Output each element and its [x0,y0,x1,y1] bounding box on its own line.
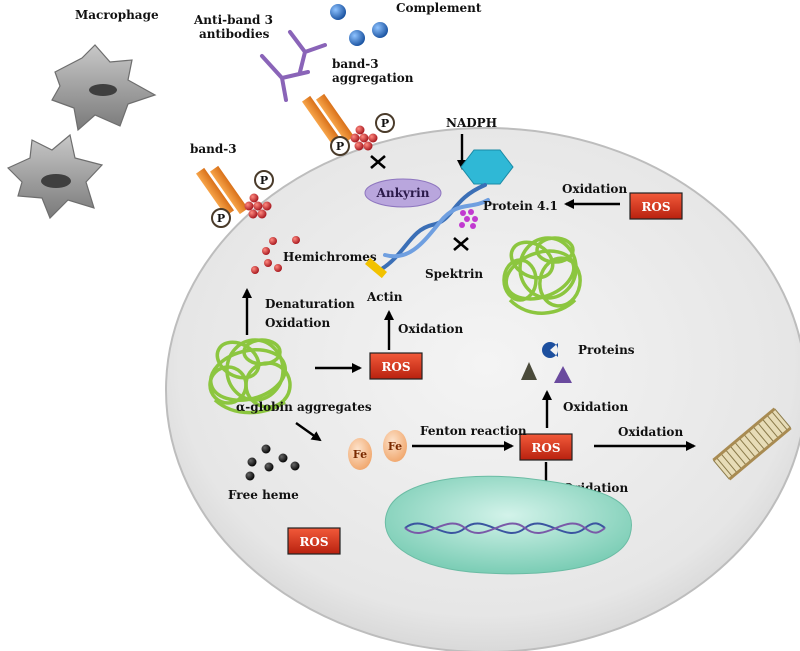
ankyrin-icon [364,178,442,208]
anti-band3-label-line2: antibodies [199,27,270,41]
proteins-label: Proteins [578,343,635,357]
dna-icon [404,522,606,534]
antibody-icon-2 [260,54,310,102]
svg-text:Fe: Fe [353,448,367,461]
svg-text:ROS: ROS [641,200,670,214]
protein41-oxidation-label: Oxidation [562,182,627,196]
spektrin-phosphate-icons [459,209,478,229]
hemichromes-label: Hemichromes [283,250,377,264]
macrophage-label: Macrophage [75,8,159,22]
complement-icon-3 [372,22,388,38]
band3-aggregation-label-line2: aggregation [332,71,414,85]
svg-text:ROS: ROS [299,535,328,549]
arrow-globin-fe [295,422,322,442]
protein41-label: Protein 4.1 [483,199,558,213]
antibody-icon-1 [288,30,327,74]
band3-aggregation-label-line1: band-3 [332,57,379,71]
band3-icon [195,165,272,219]
svg-text:P: P [336,140,344,153]
svg-text:P: P [217,212,225,225]
macrophage-bottom [6,133,104,220]
ros-box-bottom: ROS [287,527,341,555]
fe-icon-1: Fe [348,438,372,470]
free-heme-label: Free heme [228,488,299,502]
fenton-label: Fenton reaction [420,424,527,438]
membrane-oxidation-label: Oxidation [618,425,683,439]
complement-icon-1 [330,4,346,20]
phosphate-icon-4: P [211,208,231,228]
globin-cluster-lower [208,338,292,415]
svg-text:P: P [381,117,389,130]
complement-label: Complement [396,1,482,15]
fe-icon-2: Fe [383,430,407,462]
ros-box-actin: ROS [369,352,423,380]
svg-text:Fe: Fe [388,440,402,453]
red-blood-cell [165,127,800,651]
spektrin-icon [378,183,490,272]
nadph-label: NADPH [446,116,497,130]
protein-triangle-purple [554,366,572,383]
phosphate-icon-2: P [330,136,350,156]
complement-icon-2 [349,30,365,46]
cross-icon-2 [453,237,469,251]
lipid-membrane-icon [712,407,792,481]
phosphate-icon-3: P [254,170,274,190]
ros-box-protein41: ROS [629,192,683,220]
anti-band3-label-line1: Anti-band 3 [193,13,273,27]
free-heme-icons [245,444,300,481]
nadph-icon [460,149,514,185]
band3-aggregation-icon [301,93,378,151]
actin-icon [365,257,387,279]
spektrin-label: Spektrin [425,267,483,281]
ros-box-fenton: ROS [519,433,573,461]
nucleus-icon [384,475,632,575]
protein-triangle-dark [521,362,537,380]
hemichrome-icons [251,236,300,274]
actin-oxidation-label: Oxidation [398,322,463,336]
globin-cluster-upper [502,236,582,315]
denaturation-label: Denaturation [265,297,355,311]
cross-icon-1 [370,155,386,169]
macrophage-top [51,44,157,132]
phosphate-icon-1: P [375,113,395,133]
denaturation-oxidation-label: Oxidation [265,316,330,330]
actin-label: Actin [366,290,403,304]
svg-text:ROS: ROS [381,360,410,374]
band3-label: band-3 [190,142,237,156]
proteins-oxidation-label: Oxidation [563,400,628,414]
svg-text:P: P [260,174,268,187]
svg-text:ROS: ROS [531,441,560,455]
alpha-globin-label: α-globin aggregates [236,400,372,414]
protein-pacman-blue [542,342,558,358]
ankyrin-label: Ankyrin [376,186,430,200]
